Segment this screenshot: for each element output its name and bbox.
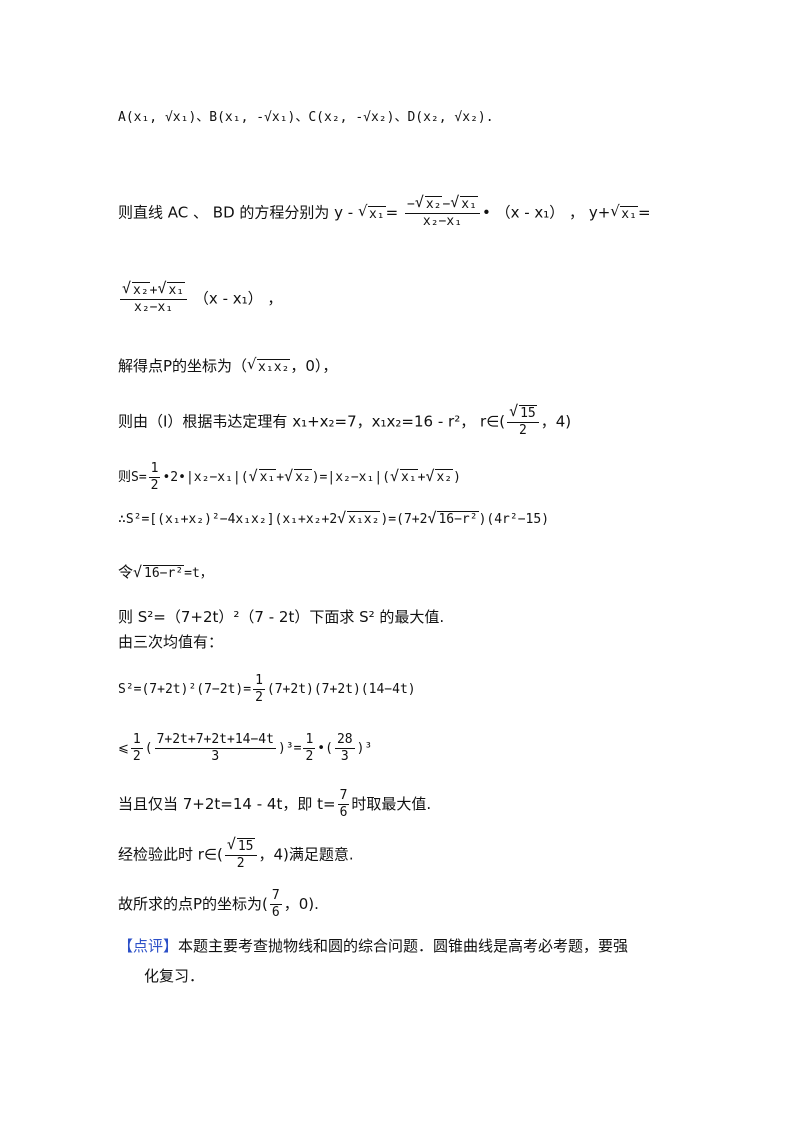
comment-line-1: 【点评】本题主要考查抛物线和圆的综合问题．圆锥曲线是高考必考题，要强 (118, 937, 629, 955)
slope-bd: x₂+x₁x₂−x₁ (120, 280, 188, 316)
comment-line-2: 化复习． (144, 967, 205, 985)
line-s-squared: ∴S²=[(x₁+x₂)²−4x₁x₂](x₁+x₂+2x₁x₂)=(7+216… (118, 508, 549, 530)
comment-tag: 【点评】 (118, 937, 179, 955)
line-bd-slope: x₂+x₁x₂−x₁ （x - x₁） ， (118, 280, 282, 316)
line-points: A(x₁, √x₁)、B(x₁, -√x₁)、C(x₂, -√x₂)、D(x₂,… (118, 110, 494, 125)
line-vieta: 则由（I）根据韦达定理有 x₁+x₂=7，x₁x₂=16 - r²， r∈(15… (118, 403, 571, 439)
line-point-p: 解得点P的坐标为（x₁x₂，0）， (118, 354, 337, 376)
line-max-s: 则 S²=（7+2t）²（7 - 2t）下面求 S² 的最大值. (118, 608, 445, 626)
line-ac-bd: 则直线 AC 、 BD 的方程分别为 y - x₁= −x₂−x₁x₂−x₁• … (118, 194, 651, 230)
slope-ac: −x₂−x₁x₂−x₁ (404, 194, 480, 230)
line-area: 则S=12•2•|x₂−x₁|(x₁+x₂)=|x₂−x₁|(x₁+x₂) (118, 461, 461, 494)
line-check: 经检验此时 r∈(152，4)满足题意. (118, 836, 354, 872)
line-substitute: 令16−r²=t， (118, 562, 213, 584)
line-am-gm: 由三次均值有： (118, 633, 224, 651)
